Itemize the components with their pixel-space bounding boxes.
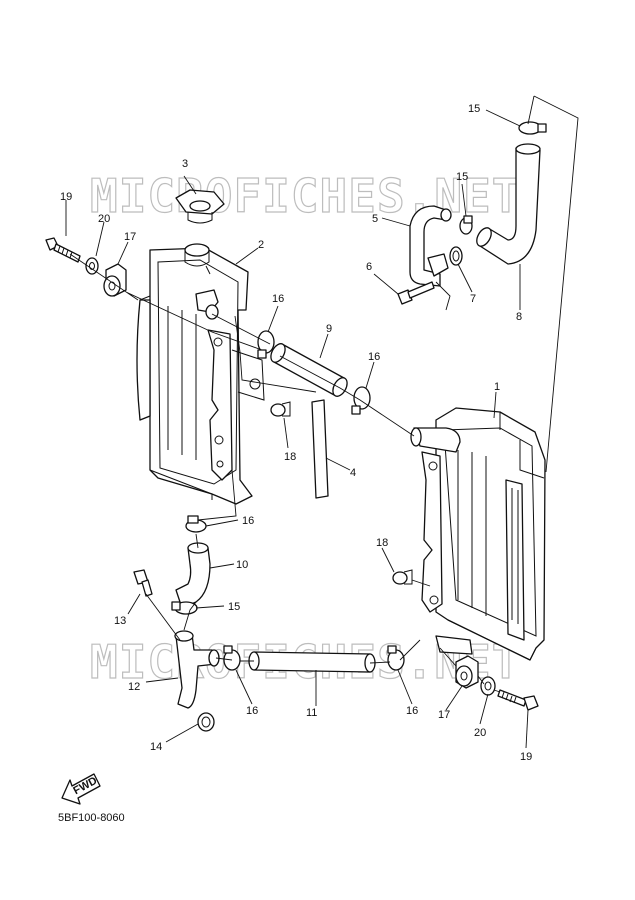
callout-15-low: 15 bbox=[228, 601, 240, 613]
grommet-18-right bbox=[392, 569, 413, 585]
callout-19-right: 19 bbox=[520, 751, 532, 763]
guard-4 bbox=[311, 399, 329, 499]
callout-18-left: 18 bbox=[284, 451, 296, 463]
hose-8 bbox=[476, 143, 541, 265]
callout-10: 10 bbox=[236, 559, 248, 571]
o-ring-14 bbox=[197, 712, 215, 732]
clamp-15-mid bbox=[459, 215, 473, 235]
callout-17-left: 17 bbox=[124, 231, 136, 243]
callout-11: 11 bbox=[306, 707, 317, 719]
left-radiator bbox=[136, 243, 265, 505]
grommet-18-left bbox=[270, 401, 291, 417]
callout-20-left: 20 bbox=[98, 213, 110, 225]
callout-16-b: 16 bbox=[368, 351, 380, 363]
callout-labels: 3 2 19 20 17 16 9 16 18 4 1 5 6 7 8 15 1… bbox=[60, 103, 532, 763]
callout-14: 14 bbox=[150, 741, 162, 753]
callout-16-e: 16 bbox=[406, 705, 418, 717]
hose-9 bbox=[270, 343, 348, 397]
fwd-arrow-icon: FWD bbox=[61, 773, 101, 805]
radiator-cap bbox=[175, 189, 225, 224]
clamp-16-e bbox=[387, 645, 405, 671]
callout-15-top: 15 bbox=[468, 103, 480, 115]
washer-20-right bbox=[480, 676, 496, 696]
callout-16-d: 16 bbox=[246, 705, 258, 717]
bolt-13 bbox=[133, 569, 153, 597]
pipe-5 bbox=[409, 205, 452, 287]
joint-12 bbox=[174, 630, 220, 709]
damper-17-right bbox=[455, 655, 479, 689]
callout-1: 1 bbox=[494, 381, 500, 393]
damper-17-left bbox=[103, 263, 127, 297]
hose-11 bbox=[248, 651, 376, 673]
callout-4: 4 bbox=[350, 467, 356, 479]
callout-16-a: 16 bbox=[272, 293, 284, 305]
callout-7: 7 bbox=[470, 293, 476, 305]
callout-5: 5 bbox=[372, 213, 378, 225]
callout-8: 8 bbox=[516, 311, 522, 323]
callout-18-right: 18 bbox=[376, 537, 388, 549]
bolt-19-left bbox=[45, 237, 81, 263]
callout-13: 13 bbox=[114, 615, 126, 627]
clamp-15-top bbox=[518, 121, 547, 135]
right-radiator bbox=[410, 407, 546, 661]
washer-20-left bbox=[85, 257, 99, 275]
bolt-19-right bbox=[497, 689, 539, 711]
callout-12: 12 bbox=[128, 681, 140, 693]
callout-20-right: 20 bbox=[474, 727, 486, 739]
clamp-16-b bbox=[351, 386, 371, 415]
callout-6: 6 bbox=[366, 261, 372, 273]
callout-16-c: 16 bbox=[242, 515, 254, 527]
o-ring-7 bbox=[449, 246, 463, 266]
callout-3: 3 bbox=[182, 158, 188, 170]
assembly-lines bbox=[69, 95, 579, 693]
hose-10 bbox=[175, 542, 211, 609]
clamp-16-c bbox=[185, 515, 207, 533]
bolt-6 bbox=[397, 281, 435, 305]
callout-9: 9 bbox=[326, 323, 332, 335]
clamp-15-low bbox=[171, 601, 198, 615]
callout-19-left: 19 bbox=[60, 191, 72, 203]
callout-2: 2 bbox=[258, 239, 264, 251]
callout-15-mid: 15 bbox=[456, 171, 468, 183]
leader-lines bbox=[65, 109, 529, 749]
callout-17-right: 17 bbox=[438, 709, 450, 721]
diagram-code: 5BF100-8060 bbox=[58, 812, 125, 824]
